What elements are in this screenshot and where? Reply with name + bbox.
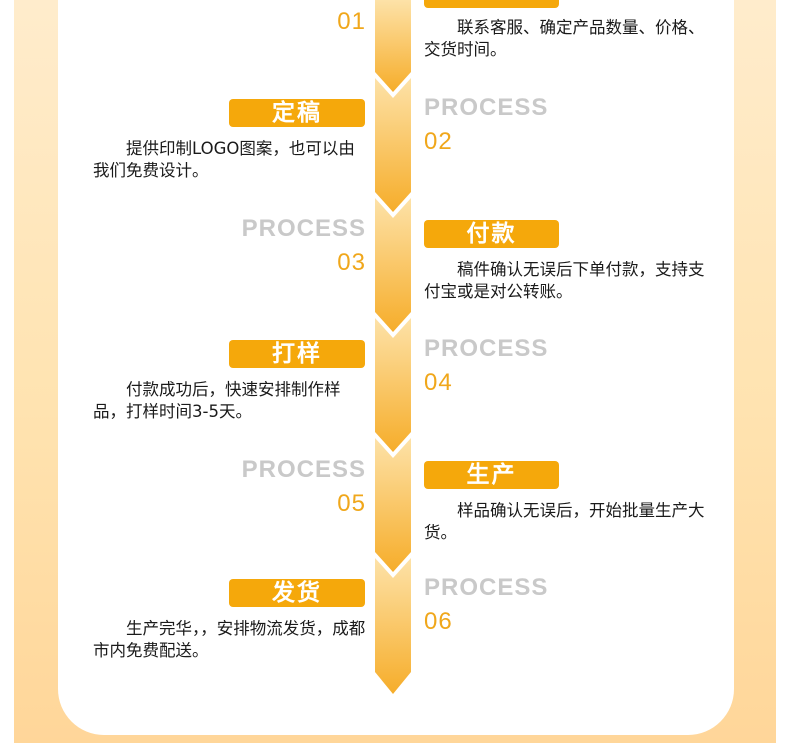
timeline-segment-5 bbox=[375, 438, 411, 572]
step-1-number: 01 bbox=[337, 8, 366, 35]
step-2-number: 02 bbox=[424, 128, 453, 155]
step-5-desc: 样品确认无误后，开始批量生产大货。 bbox=[424, 501, 705, 542]
step-3-process-label: PROCESS bbox=[241, 215, 366, 242]
step-2-desc: 提供印制LOGO图案，也可以由我们免费设计。 bbox=[93, 139, 355, 180]
step-3-number: 03 bbox=[337, 249, 366, 276]
step-2-title: 定稿 bbox=[229, 99, 365, 127]
timeline-segment-6 bbox=[375, 558, 411, 694]
step-6-desc: 生产完华，，安排物流发货，成都市内免费配送。 bbox=[93, 619, 366, 660]
step-5-title: 生产 bbox=[424, 461, 559, 489]
step-3-title: 付款 bbox=[424, 220, 559, 248]
step-3-desc: 稿件确认无误后下单付款，支持支付宝或是对公转账。 bbox=[424, 260, 705, 301]
step-6-title: 发货 bbox=[229, 579, 365, 607]
step-1-desc: 联系客服、确定产品数量、价格、交货时间。 bbox=[424, 18, 705, 59]
timeline-segment-4 bbox=[375, 318, 411, 452]
step-5-process-label: PROCESS bbox=[241, 456, 366, 483]
step-6-number: 06 bbox=[424, 608, 453, 635]
step-6-process-label: PROCESS bbox=[424, 574, 549, 601]
step-2-process-label: PROCESS bbox=[424, 94, 549, 121]
step-4-number: 04 bbox=[424, 369, 453, 396]
step-4-title: 打样 bbox=[229, 340, 365, 368]
timeline-segment-2 bbox=[375, 78, 411, 212]
step-1-title bbox=[424, 0, 559, 8]
step-4-process-label: PROCESS bbox=[424, 335, 549, 362]
timeline-segment-3 bbox=[375, 198, 411, 332]
step-5-number: 05 bbox=[337, 490, 366, 517]
timeline-segment-1 bbox=[375, 0, 411, 92]
step-4-desc: 付款成功后，快速安排制作样品，打样时间3-5天。 bbox=[93, 380, 341, 421]
